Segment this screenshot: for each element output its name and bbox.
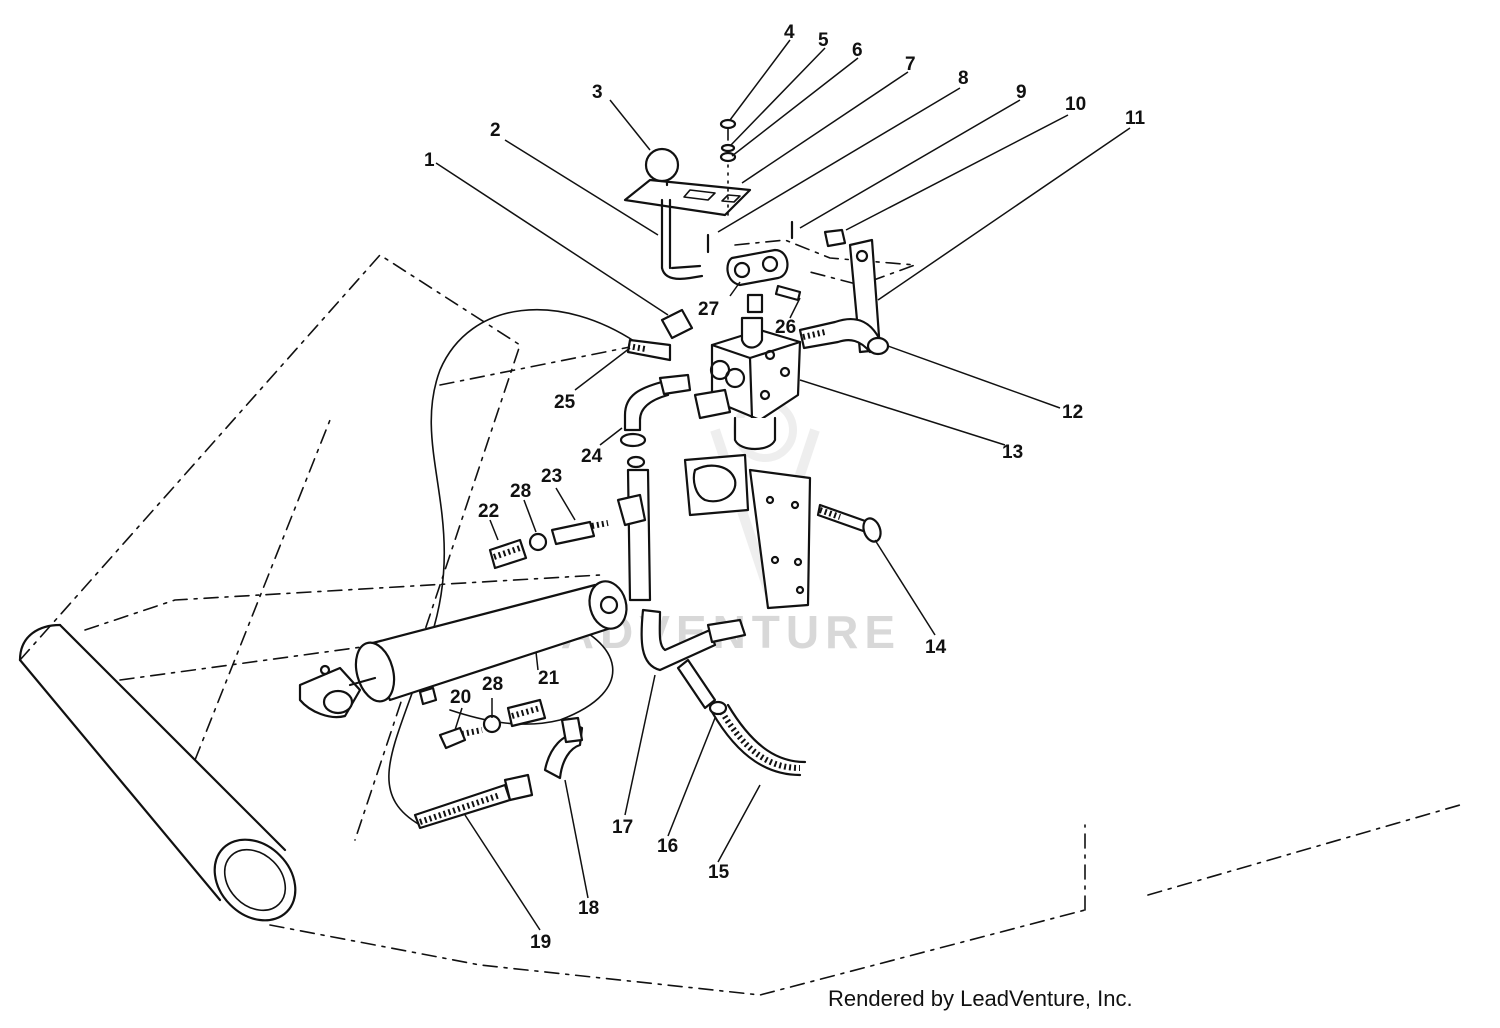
hose-19 [413, 773, 534, 830]
callout-16: 16 [657, 836, 678, 857]
callout-1: 1 [424, 150, 435, 171]
callout-28-lower: 28 [482, 674, 503, 695]
fittings-22-23-28 [488, 520, 609, 570]
credit-text: Rendered by LeadVenture, Inc. [828, 986, 1133, 1011]
callout-24: 24 [581, 446, 603, 467]
callout-22: 22 [478, 501, 499, 522]
callout-12: 12 [1062, 402, 1083, 423]
elbow-24 [619, 373, 692, 448]
callout-19: 19 [530, 932, 551, 953]
callout-3: 3 [592, 82, 603, 103]
callout-labels: 1 2 3 4 5 6 7 8 9 10 11 12 13 14 15 16 1… [424, 22, 1146, 953]
tractor-frame [19, 254, 1461, 996]
callout-4: 4 [784, 22, 795, 43]
elbow-18 [543, 716, 584, 780]
bracket-arm [798, 228, 890, 356]
callout-27: 27 [698, 299, 719, 320]
hose-15 [708, 700, 807, 777]
fitting-25 [626, 338, 672, 362]
control-plate-assembly [623, 118, 752, 280]
callout-7: 7 [905, 54, 916, 75]
callout-17: 17 [612, 817, 633, 838]
callout-20: 20 [450, 687, 471, 708]
callout-28-upper: 28 [510, 481, 531, 502]
callout-11: 11 [1125, 108, 1146, 129]
callout-8: 8 [958, 68, 969, 89]
callout-18: 18 [578, 898, 599, 919]
hydraulic-cylinder [298, 580, 628, 719]
control-valve [693, 316, 802, 451]
leader-lines [435, 39, 1131, 931]
callout-25: 25 [554, 392, 576, 413]
callout-13: 13 [1002, 442, 1023, 463]
callout-15: 15 [708, 862, 730, 883]
callout-21: 21 [538, 668, 560, 689]
fittings-20-28 [418, 686, 547, 750]
callout-6: 6 [852, 40, 863, 61]
tube-17 [616, 455, 747, 710]
callout-2: 2 [490, 120, 501, 141]
callout-23: 23 [541, 466, 562, 487]
callout-26: 26 [775, 317, 796, 338]
callout-9: 9 [1016, 82, 1027, 103]
callout-10: 10 [1065, 94, 1086, 115]
bolt-14 [816, 503, 882, 543]
hose-loop [388, 308, 641, 826]
callout-14: 14 [925, 637, 947, 658]
clevis-assembly [706, 220, 916, 314]
roller-tube [18, 623, 297, 922]
mounting-bracket [683, 453, 812, 610]
fitting-1 [660, 308, 694, 340]
callout-5: 5 [818, 30, 829, 51]
